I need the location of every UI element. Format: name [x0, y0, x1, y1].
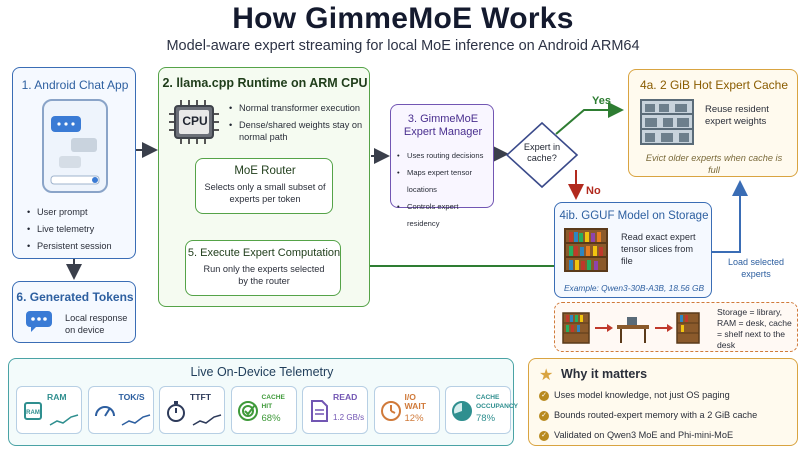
phone-icon — [42, 99, 108, 193]
svg-text:RAM: RAM — [26, 410, 40, 416]
runtime-bullets: Normal transformer execution Dense/share… — [229, 102, 363, 143]
runtime-panel: 2. llama.cpp Runtime on ARM CPU CPU Norm… — [158, 67, 370, 307]
list-item: ✓Uses model knowledge, not just OS pagin… — [539, 385, 757, 405]
chat-bubble-icon — [26, 311, 52, 332]
bookshelf-icon — [564, 228, 608, 272]
storage-text: Read exact expert tensor slices from fil… — [621, 232, 696, 266]
page-subtitle: Model-aware expert streaming for local M… — [166, 38, 640, 54]
telemetry-tile-ttft: TTFT — [159, 386, 225, 434]
storage-example: Example: Qwen3-30B-A3B, 18.56 GB — [563, 283, 705, 293]
telemetry-label: TOK/S — [118, 392, 145, 402]
load-experts-label: Load selected experts — [727, 257, 785, 279]
generated-tokens-panel: 6. Generated Tokens Local response on de… — [12, 281, 136, 343]
document-icon — [311, 400, 328, 422]
manager-title: 3. GimmeMoE Expert Manager — [403, 113, 483, 138]
storage-title: 4ib. GGUF Model on Storage — [559, 210, 709, 222]
manager-bullets: Uses routing decisions Maps expert tenso… — [397, 147, 493, 232]
storage-panel: 4ib. GGUF Model on Storage Read exact ex… — [554, 202, 712, 298]
decision-question: Expert in cache? — [523, 142, 561, 163]
library-desk-shelf-icon — [562, 312, 700, 344]
android-app-title: 1. Android Chat App — [21, 78, 129, 92]
telemetry-value: 78% — [476, 413, 496, 424]
tokens-title: 6. Generated Tokens — [16, 290, 134, 304]
pie-icon — [452, 401, 472, 421]
shelf-icon — [640, 99, 694, 145]
moe-router-box: MoE Router Selects only a small subset o… — [195, 158, 333, 214]
expert-manager-panel: 3. GimmeMoE Expert Manager Uses routing … — [390, 104, 494, 228]
stopwatch-icon — [167, 401, 185, 422]
target-icon — [237, 401, 258, 421]
telemetry-label: CACHE OCCUPANCY — [476, 394, 519, 410]
star-icon: ★ — [539, 367, 554, 384]
telemetry-title: Live On-Device Telemetry — [190, 365, 334, 379]
list-item: ✓Validated on Qwen3 MoE and Phi-mini-MoE — [539, 425, 757, 445]
telemetry-value: 12% — [404, 413, 424, 424]
exec-title: 5. Execute Expert Computation — [187, 247, 341, 259]
telemetry-label: READ — [333, 392, 358, 402]
list-item: ✓Bounds routed-expert memory with a 2 Gi… — [539, 405, 757, 425]
list-item: Uses routing decisions — [397, 147, 493, 164]
telemetry-value: 68% — [261, 413, 281, 424]
cpu-chip-icon — [169, 100, 219, 144]
telemetry-tile-i-o-wait: I/O WAIT 12% — [373, 386, 440, 434]
why-panel: ★ Why it matters ✓Uses model knowledge, … — [528, 358, 798, 446]
telemetry-label: RAM — [47, 392, 67, 402]
cache-decision-diamond — [505, 121, 579, 189]
analogy-text: Storage = library, RAM = desk, cache = s… — [717, 307, 792, 350]
telemetry-value: 1.2 GB/s — [333, 413, 365, 422]
hot-cache-panel: 4a. 2 GiB Hot Expert Cache Reuse residen… — [628, 69, 798, 177]
list-item: Persistent session — [27, 238, 112, 255]
clock-icon — [380, 401, 401, 421]
check-icon: ✓ — [539, 410, 549, 421]
list-item: Dense/shared weights stay on normal path — [229, 119, 363, 143]
telemetry-tile-cache-hit: CACHE HIT 68% — [230, 386, 297, 434]
list-item: Live telemetry — [27, 221, 112, 238]
cpu-label: CPU — [182, 114, 208, 128]
sparkline-icon — [121, 414, 150, 426]
exec-text: Run only the experts selected by the rou… — [203, 264, 325, 286]
list-item: Normal transformer execution — [229, 102, 363, 114]
list-item: Controls expert residency — [397, 198, 493, 232]
sparkline-icon — [192, 414, 222, 426]
telemetry-label: TTFT — [190, 392, 211, 402]
hot-cache-note: Evict older experts when cache is full — [645, 153, 783, 175]
speedometer-icon — [94, 406, 115, 417]
tokens-text: Local response on device — [65, 313, 128, 335]
hot-cache-title: 4a. 2 GiB Hot Expert Cache — [639, 78, 789, 92]
check-icon: ✓ — [539, 430, 549, 441]
hot-cache-text: Reuse resident expert weights — [705, 104, 769, 127]
sparkline-icon — [49, 414, 79, 426]
page-title: How GimmeMoE Works — [232, 2, 574, 35]
telemetry-tile-tok-s: TOK/S — [87, 386, 154, 434]
android-app-panel: 1. Android Chat App User prompt Live tel… — [12, 67, 136, 259]
telemetry-tile-read: READ 1.2 GB/s — [302, 386, 368, 434]
router-text: Selects only a small subset of experts p… — [204, 182, 326, 204]
android-app-bullets: User prompt Live telemetry Persistent se… — [27, 204, 112, 255]
telemetry-tile-ram: RAM RAM — [16, 386, 82, 434]
list-item: User prompt — [27, 204, 112, 221]
execute-experts-box: 5. Execute Expert Computation Run only t… — [185, 240, 341, 296]
runtime-title: 2. llama.cpp Runtime on ARM CPU — [162, 76, 368, 90]
check-icon: ✓ — [539, 390, 549, 401]
telemetry-label: CACHE HIT — [261, 394, 285, 410]
why-bullets: ✓Uses model knowledge, not just OS pagin… — [539, 385, 757, 445]
yes-label: Yes — [592, 95, 611, 107]
no-label: No — [586, 185, 601, 197]
why-title: Why it matters — [561, 367, 648, 381]
chip-icon: RAM — [24, 402, 42, 420]
router-title: MoE Router — [234, 165, 296, 177]
analogy-panel: Storage = library, RAM = desk, cache = s… — [554, 302, 798, 352]
telemetry-label: I/O WAIT — [404, 392, 426, 411]
list-item: Maps expert tensor locations — [397, 164, 493, 198]
telemetry-tile-cache-occupancy: CACHE OCCUPANCY 78% — [445, 386, 519, 434]
